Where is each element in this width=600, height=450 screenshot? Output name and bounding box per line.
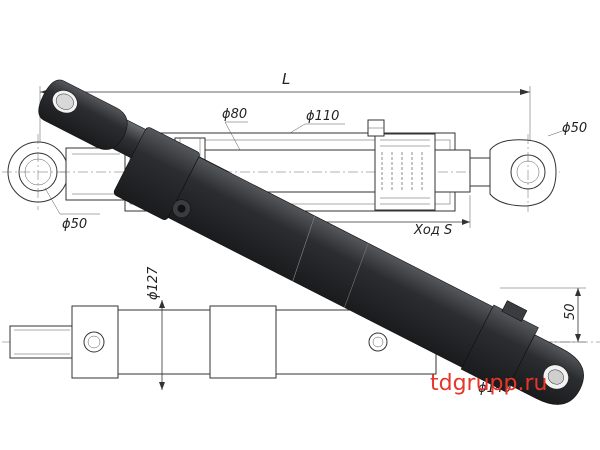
side-view (2, 287, 600, 390)
tube-diameter-label: ϕ140 (478, 381, 511, 396)
rod-diameter-label: ϕ80 (222, 107, 247, 122)
pin-right-label: ϕ50 (562, 121, 587, 136)
stroke-label: Ход S (413, 223, 452, 238)
watermark: tdgrupp.ru (430, 371, 547, 396)
outer-diameter-label: ϕ127 (146, 266, 161, 300)
length-label: L (282, 70, 290, 88)
eye-offset-label: 50 (563, 303, 578, 320)
pin-left-label: ϕ50 (62, 217, 87, 232)
bore-diameter-label: ϕ110 (306, 109, 339, 124)
cylinder-3d-render (38, 79, 584, 405)
